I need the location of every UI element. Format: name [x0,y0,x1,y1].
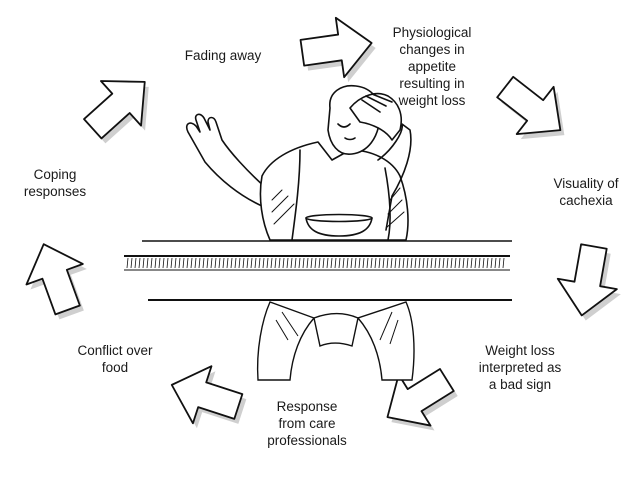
step-label-conflict-over-food: Conflict over food [77,343,153,375]
step-label-weight-loss: Weight loss interpreted as a bad sign [478,343,562,392]
cycle-arrows [25,16,621,431]
step-label-coping-responses: Coping responses [23,167,87,199]
step-label-fading-away: Fading away [184,48,262,63]
arrow-to-visual [496,75,565,140]
step-label-visuality: Visuality of cachexia [553,176,619,208]
arrow-to-coping [25,243,87,320]
arrow-to-physio [299,16,376,83]
arrow-to-conflict [170,365,247,429]
legs [256,301,415,381]
step-label-care-response: Response from care professionals [267,399,347,448]
man-figure [185,84,412,241]
arrow-to-weight [556,243,621,321]
arrow-to-fading [83,80,149,144]
arrow-to-response [386,368,458,431]
raised-arm [185,113,267,207]
torso [259,141,409,241]
step-label-physiological: Physiological changes in appetite result… [392,25,472,108]
hand-on-head [349,92,403,141]
bowl [305,217,373,237]
table [124,240,512,301]
